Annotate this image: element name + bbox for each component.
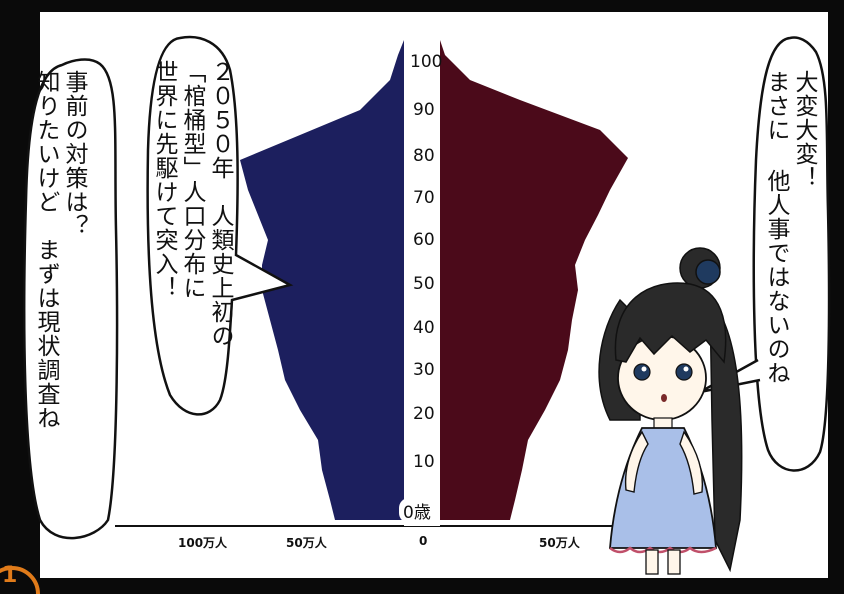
speech-text-right: 大変大変！ まさに 他人事ではないのね xyxy=(762,70,818,480)
right-leg xyxy=(667,549,681,575)
age-label: 90 xyxy=(413,100,435,120)
age-label: 30 xyxy=(413,360,435,380)
dress-hem xyxy=(609,546,717,554)
speech-bubble-left-inner xyxy=(146,35,294,416)
age-label: 0歳 xyxy=(399,498,435,523)
x-tick-label: 100万人 xyxy=(178,536,228,550)
age-label: 10 xyxy=(413,452,435,472)
male-population-shape xyxy=(240,40,404,520)
left-arm xyxy=(624,430,649,493)
speech-bubble-left-outer xyxy=(22,58,119,540)
age-label: 70 xyxy=(413,188,435,208)
speech-bubble-right xyxy=(752,36,831,472)
age-axis-strip xyxy=(404,40,440,526)
hair-bangs xyxy=(614,282,727,364)
panel-number: 1 xyxy=(2,563,18,588)
age-label: 20 xyxy=(413,404,435,424)
mouth xyxy=(661,394,667,402)
x-tick-label: 50万人 xyxy=(539,536,580,550)
speech-line: 世界に先駆けて突入！ xyxy=(151,60,177,300)
speech-line: 知りたいけど まずは現状調査ね xyxy=(33,70,59,430)
speech-line: 大変大変！ xyxy=(791,70,817,190)
age-label: 50 xyxy=(413,274,435,294)
female-population-shape xyxy=(440,40,628,520)
speech-text-left-inner: ２０５０年 人類史上初の 「棺桶型」人口分布に 世界に先駆けて突入！ xyxy=(150,60,234,400)
speech-text-left-outer: 事前の対策は？ 知りたいけど まずは現状調査ね xyxy=(32,70,88,510)
speech-line: ２０５０年 人類史上初の xyxy=(207,60,233,348)
age-label: 60 xyxy=(413,230,435,250)
right-arm xyxy=(679,430,704,495)
x-tick-label: 50万人 xyxy=(286,536,327,550)
left-eye xyxy=(633,363,651,381)
x-tick-label: 0 xyxy=(419,534,428,548)
hair-ornament xyxy=(695,259,721,285)
age-label: 40 xyxy=(413,318,435,338)
speech-line: 事前の対策は？ xyxy=(61,70,87,238)
speech-line: まさに 他人事ではないのね xyxy=(763,70,789,385)
age-label: 100 xyxy=(410,52,443,72)
panel-number-circle xyxy=(0,566,40,594)
age-label: 80 xyxy=(413,146,435,166)
left-leg xyxy=(645,549,659,575)
girl-character xyxy=(598,247,743,575)
speech-line: 「棺桶型」人口分布に xyxy=(179,60,205,300)
right-eye xyxy=(675,363,693,381)
